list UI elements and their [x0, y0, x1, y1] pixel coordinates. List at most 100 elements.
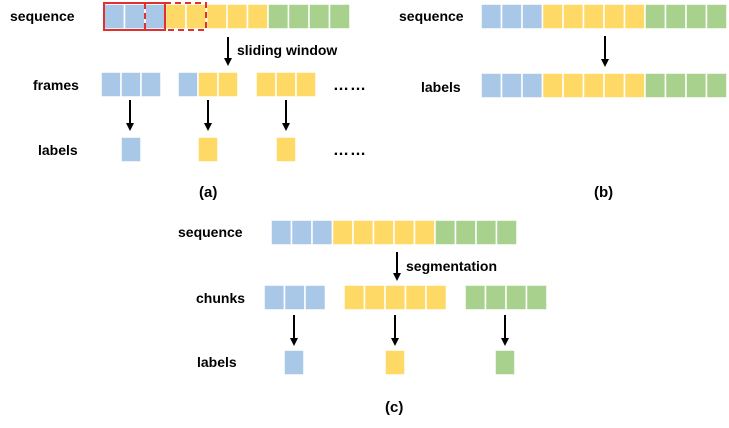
a-sequence-green-cell	[287, 3, 310, 30]
frame-label-3-yellow-cell	[275, 136, 297, 163]
c-sequence-blue-cell	[311, 219, 334, 246]
frame-3-yellow-cell	[275, 71, 297, 98]
b-sequence-yellow-cell	[562, 3, 585, 30]
panel-c-sequence-label: sequence	[178, 224, 243, 240]
segmentation-label: segmentation	[406, 258, 497, 274]
frame-1-blue-cell	[100, 71, 122, 98]
b-labels-yellow-cell	[603, 72, 626, 99]
b-labels-blue-cell	[500, 72, 523, 99]
panel-b-sequence-label: sequence	[399, 8, 464, 24]
c-sequence-blue-cell	[290, 219, 313, 246]
panel-b-labels-bar	[480, 72, 728, 99]
sliding-window-current	[103, 2, 166, 31]
c-sequence-yellow-cell	[393, 219, 416, 246]
frames-ellipsis: ……	[333, 77, 367, 94]
chunk-3-green-cell	[484, 284, 507, 311]
b-labels-green-cell	[685, 72, 708, 99]
c-sequence-green-cell	[434, 219, 457, 246]
c-sequence-yellow-cell	[372, 219, 395, 246]
chunk-2-yellow-cell	[343, 284, 366, 311]
b-labels-green-cell	[664, 72, 687, 99]
chunk-2-yellow-cell	[363, 284, 386, 311]
frame-3-yellow-cell	[295, 71, 317, 98]
b-labels-yellow-cell	[541, 72, 564, 99]
panel-a-caption: (a)	[199, 184, 217, 201]
chunk-3-green-cell	[464, 284, 487, 311]
frame-2-blue-cell	[177, 71, 199, 98]
frame-2-yellow-cell	[217, 71, 239, 98]
frames-row	[100, 71, 317, 98]
a-sequence-blue-cell	[103, 3, 126, 30]
b-labels-blue-cell	[521, 72, 544, 99]
panel-b-labels-label: labels	[421, 79, 461, 95]
b-sequence-blue-cell	[521, 3, 544, 30]
chunk-3-green-cell	[525, 284, 548, 311]
b-labels-green-cell	[705, 72, 728, 99]
c-sequence-yellow-cell	[413, 219, 436, 246]
a-sequence-yellow-cell	[246, 3, 269, 30]
frame-2-yellow-cell	[197, 71, 219, 98]
b-sequence-yellow-cell	[582, 3, 605, 30]
panel-b-sequence-bar	[480, 3, 728, 30]
chunk-2-yellow-cell	[384, 284, 407, 311]
c-sequence-green-cell	[454, 219, 477, 246]
sliding-window-label: sliding window	[237, 42, 337, 58]
c-sequence-green-cell	[475, 219, 498, 246]
chunk-2-yellow-cell	[404, 284, 427, 311]
b-sequence-blue-cell	[480, 3, 503, 30]
panel-a-sequence-bar	[103, 3, 351, 30]
chunk-1-blue-cell	[263, 284, 286, 311]
panel-b-caption: (b)	[594, 184, 613, 201]
chunks-label: chunks	[196, 290, 245, 306]
a-sequence-green-cell	[267, 3, 290, 30]
frame-label-2-yellow-cell	[197, 136, 219, 163]
b-sequence-yellow-cell	[623, 3, 646, 30]
chunk-labels-row	[283, 349, 516, 376]
panel-b: sequence labels (b)	[399, 3, 728, 201]
frame-1-blue-cell	[120, 71, 142, 98]
a-sequence-green-cell	[328, 3, 351, 30]
labels-ellipsis: ……	[333, 142, 367, 159]
frame-3-yellow-cell	[255, 71, 277, 98]
a-sequence-yellow-cell	[185, 3, 208, 30]
a-sequence-green-cell	[308, 3, 331, 30]
a-sequence-yellow-cell	[164, 3, 187, 30]
panel-c: sequence segmentation chunks labels (c)	[178, 219, 548, 416]
panel-a-sequence-label: sequence	[10, 8, 75, 24]
frame-label-1-blue-cell	[120, 136, 142, 163]
panel-a: sequence sliding window frames …… labels…	[10, 2, 367, 201]
chunk-2-yellow-cell	[425, 284, 448, 311]
chunk-label-2-yellow-cell	[384, 349, 406, 376]
c-sequence-blue-cell	[270, 219, 293, 246]
panel-c-labels-label: labels	[197, 354, 237, 370]
b-sequence-blue-cell	[500, 3, 523, 30]
a-sequence-blue-cell	[123, 3, 146, 30]
chunk-3-green-cell	[505, 284, 528, 311]
sliding-window-next	[144, 2, 207, 31]
b-sequence-green-cell	[685, 3, 708, 30]
chunk-1-blue-cell	[304, 284, 327, 311]
panel-c-caption: (c)	[385, 399, 403, 416]
b-labels-green-cell	[644, 72, 667, 99]
b-labels-yellow-cell	[623, 72, 646, 99]
frame-1-blue-cell	[140, 71, 162, 98]
frame-labels-row	[120, 136, 297, 163]
a-sequence-blue-cell	[144, 3, 167, 30]
b-labels-yellow-cell	[562, 72, 585, 99]
chunks-row	[263, 284, 548, 311]
b-sequence-green-cell	[705, 3, 728, 30]
b-labels-blue-cell	[480, 72, 503, 99]
chunk-1-blue-cell	[283, 284, 306, 311]
b-labels-yellow-cell	[582, 72, 605, 99]
b-sequence-yellow-cell	[541, 3, 564, 30]
c-sequence-yellow-cell	[352, 219, 375, 246]
panel-c-sequence-bar	[270, 219, 518, 246]
chunk-label-1-blue-cell	[283, 349, 305, 376]
frames-label: frames	[33, 77, 79, 93]
b-sequence-green-cell	[664, 3, 687, 30]
c-sequence-yellow-cell	[331, 219, 354, 246]
b-sequence-yellow-cell	[603, 3, 626, 30]
chunk-label-3-green-cell	[494, 349, 516, 376]
a-sequence-yellow-cell	[226, 3, 249, 30]
